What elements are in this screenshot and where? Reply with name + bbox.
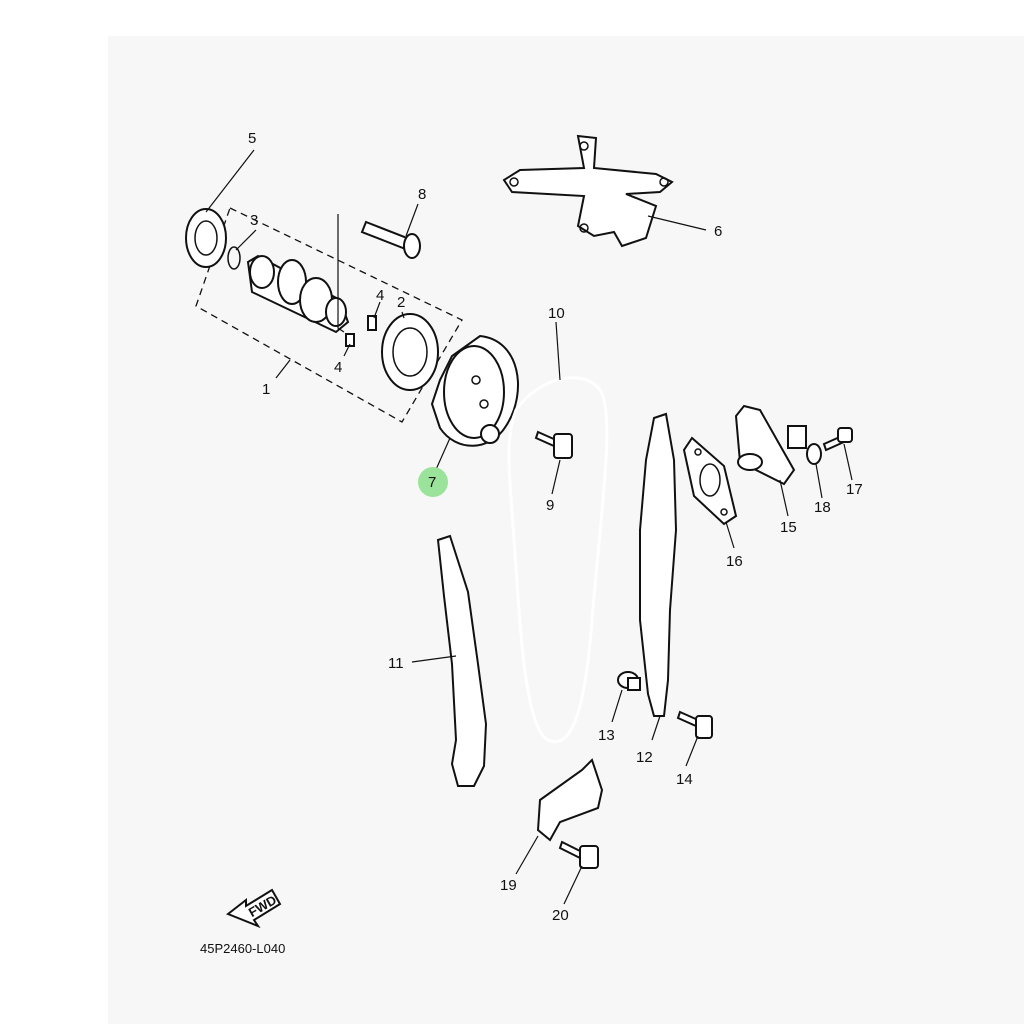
callout-9: 9 [546, 497, 554, 514]
callout-3: 3 [250, 212, 258, 229]
diagram-background [108, 36, 1024, 1024]
camshaft-assembly-outline [195, 207, 463, 423]
callout-13: 13 [598, 727, 615, 744]
bearing-5 [185, 208, 227, 268]
callout-1: 1 [262, 381, 270, 398]
timing-chain-10-inner [507, 376, 609, 744]
bolt-14 [676, 710, 713, 739]
bolt-20 [558, 840, 599, 869]
callout-8: 8 [418, 186, 426, 203]
callout-18: 18 [814, 499, 831, 516]
callout-2: 2 [397, 294, 405, 311]
bearing-2 [381, 313, 439, 391]
camshaft [246, 254, 350, 334]
bracket-6 [502, 134, 674, 248]
callout-19: 19 [500, 877, 517, 894]
callout-20: 20 [552, 907, 569, 924]
pin-4-upper [367, 315, 377, 331]
callout-11: 11 [388, 655, 404, 672]
callout-7: 7 [428, 474, 436, 491]
callout-7-highlight [418, 467, 448, 497]
sprocket-7 [430, 334, 519, 447]
washer-18 [806, 443, 822, 465]
callout-12: 12 [636, 749, 653, 766]
callout-4-lower: 4 [334, 359, 342, 376]
bolt-9 [534, 430, 573, 459]
pin-4-lower [345, 333, 355, 347]
callout-4-upper: 4 [376, 287, 384, 304]
drawing-code: 45P2460-L040 [200, 941, 285, 956]
callout-17: 17 [846, 481, 863, 498]
callout-14: 14 [676, 771, 693, 788]
tensioner-15 [734, 404, 807, 486]
callout-5: 5 [248, 130, 256, 147]
callout-10: 10 [548, 305, 565, 322]
callout-16: 16 [726, 553, 743, 570]
bolt-17 [822, 427, 853, 452]
collar-13 [617, 671, 641, 691]
fwd-arrow-icon: FWD [226, 888, 282, 929]
callout-6: 6 [714, 223, 722, 240]
chain-guide-11 [436, 534, 488, 787]
gasket-16 [682, 436, 738, 526]
callout-15: 15 [780, 519, 797, 536]
timing-chain-10 [508, 376, 608, 743]
plate-19 [536, 758, 604, 842]
shaft-8 [360, 220, 421, 259]
leader-lines [205, 149, 853, 905]
tensioner-guide-12 [639, 412, 678, 717]
circlip-3 [227, 246, 241, 270]
